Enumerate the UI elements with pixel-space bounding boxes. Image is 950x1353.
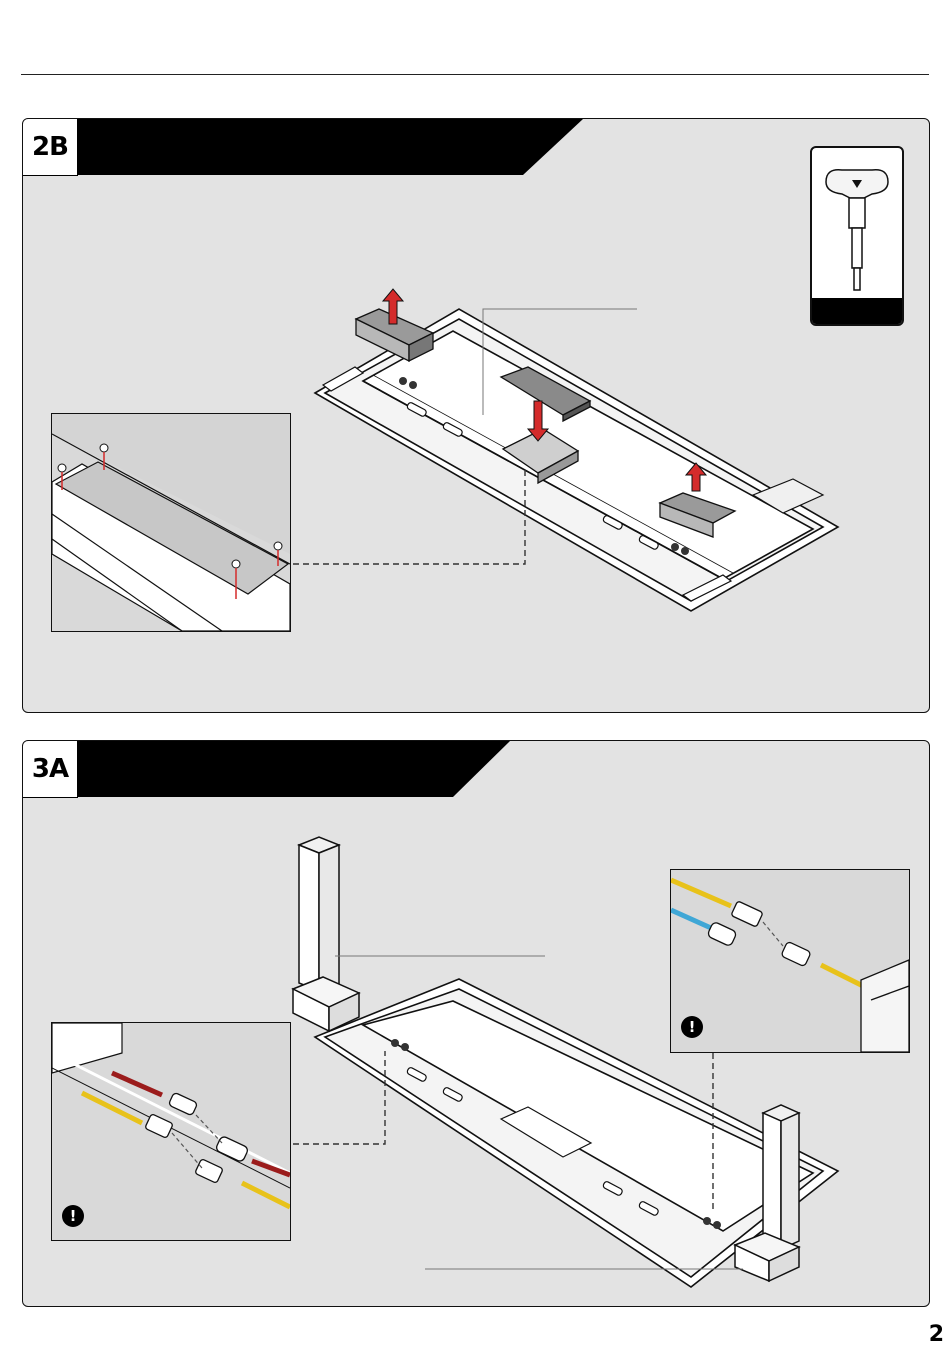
screwdriver-icon — [812, 148, 902, 298]
left-leg — [293, 837, 359, 1031]
step-3a-panel: 3A — [22, 740, 930, 1307]
warning-icon: ! — [681, 1016, 703, 1038]
header-rule — [21, 74, 929, 75]
cable-plug-icon — [707, 901, 811, 967]
left-cable-illustration — [52, 1023, 290, 1240]
screwdriver-tool-card — [810, 146, 904, 326]
screw-detail-inset — [51, 413, 291, 632]
page-number: 2 — [929, 1322, 944, 1347]
right-cable-inset: ! — [670, 869, 910, 1053]
left-cable-inset: ! — [51, 1022, 291, 1241]
tool-label-bar — [812, 298, 902, 324]
right-cable-illustration — [671, 870, 909, 1052]
step-2b-panel: 2B — [22, 118, 930, 713]
screw-detail-illustration — [52, 414, 290, 631]
warning-icon: ! — [62, 1205, 84, 1227]
control-box — [861, 960, 909, 1052]
cable-plug-icon — [145, 1092, 249, 1183]
